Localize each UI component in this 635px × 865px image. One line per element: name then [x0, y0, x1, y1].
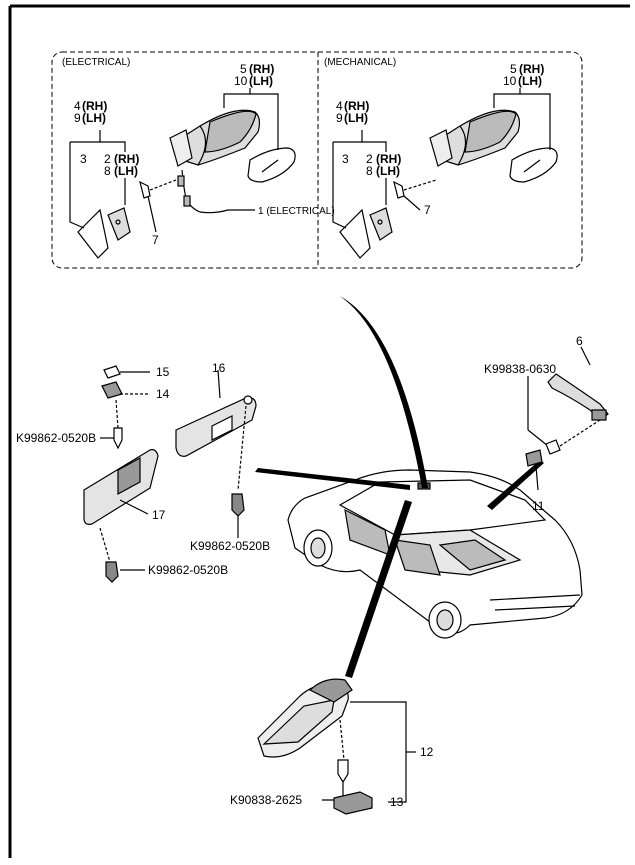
mechanical-mirror-assembly	[332, 88, 558, 259]
callout-wedges	[255, 296, 544, 678]
label-7: 7	[152, 233, 159, 247]
label-3: 3	[80, 152, 87, 166]
label-lh: (LH)	[114, 164, 138, 178]
label-9: 9	[336, 111, 343, 125]
label-10: 10	[503, 74, 517, 88]
label-8: 8	[366, 164, 373, 178]
label-8: 8	[104, 164, 111, 178]
label-part-number: K99862-0520B	[16, 431, 96, 445]
label-part-number: K99862-0520B	[148, 563, 228, 577]
label-rh: (RH)	[376, 152, 401, 166]
label-lh: (LH)	[82, 111, 106, 125]
label-lh: (LH)	[249, 74, 273, 88]
cover-part-3-mechanical	[339, 208, 371, 259]
label-part-number: K99838-0630	[484, 362, 556, 376]
label-13: 13	[390, 795, 404, 809]
base-part-13	[333, 791, 373, 815]
screw-part-7-electrical	[139, 180, 151, 199]
car-body	[287, 469, 583, 639]
label-1-electrical: 1 (ELECTRICAL)	[258, 206, 335, 217]
label-12: 12	[420, 745, 434, 759]
label-rh: (RH)	[114, 152, 139, 166]
label-14: 14	[156, 387, 170, 401]
label-15: 15	[156, 365, 170, 379]
cap-part-11	[525, 449, 543, 467]
label-4: 4	[336, 99, 343, 113]
section-label-electrical: (ELECTRICAL)	[62, 57, 130, 68]
label-7: 7	[424, 203, 431, 217]
label-rh: (RH)	[82, 99, 107, 113]
label-part-number: K99862-0520B	[190, 539, 270, 553]
label-17: 17	[152, 508, 166, 522]
label-5: 5	[510, 62, 517, 76]
label-2: 2	[366, 152, 373, 166]
screw-part-7-mechanical	[393, 180, 405, 199]
label-10: 10	[234, 74, 248, 88]
label-rh: (RH)	[519, 62, 544, 76]
mirror-section-box	[51, 51, 583, 269]
page-frame	[8, 4, 630, 858]
section-label-mechanical: (MECHANICAL)	[324, 57, 396, 68]
clip-part-15	[103, 365, 121, 379]
label-rh: (RH)	[344, 99, 369, 113]
label-3: 3	[342, 152, 349, 166]
label-4: 4	[74, 99, 81, 113]
label-rh: (RH)	[249, 62, 274, 76]
inside-mirror-assembly	[257, 678, 416, 815]
holder-part-14	[101, 381, 123, 399]
cover-part-3-electrical	[77, 208, 109, 259]
label-lh: (LH)	[344, 111, 368, 125]
label-2: 2	[104, 152, 111, 166]
harness-part-1-electrical	[181, 169, 229, 214]
label-6: 6	[576, 334, 583, 348]
label-lh: (LH)	[518, 74, 542, 88]
label-lh: (LH)	[376, 164, 400, 178]
label-11: 11	[532, 499, 545, 513]
label-9: 9	[74, 111, 81, 125]
label-16: 16	[212, 361, 226, 375]
electrical-mirror-assembly	[69, 88, 296, 259]
label-part-number: K90838-2625	[230, 793, 302, 807]
label-5: 5	[240, 62, 247, 76]
assist-grip-assembly	[525, 346, 609, 491]
sun-visor-assembly	[83, 365, 257, 583]
